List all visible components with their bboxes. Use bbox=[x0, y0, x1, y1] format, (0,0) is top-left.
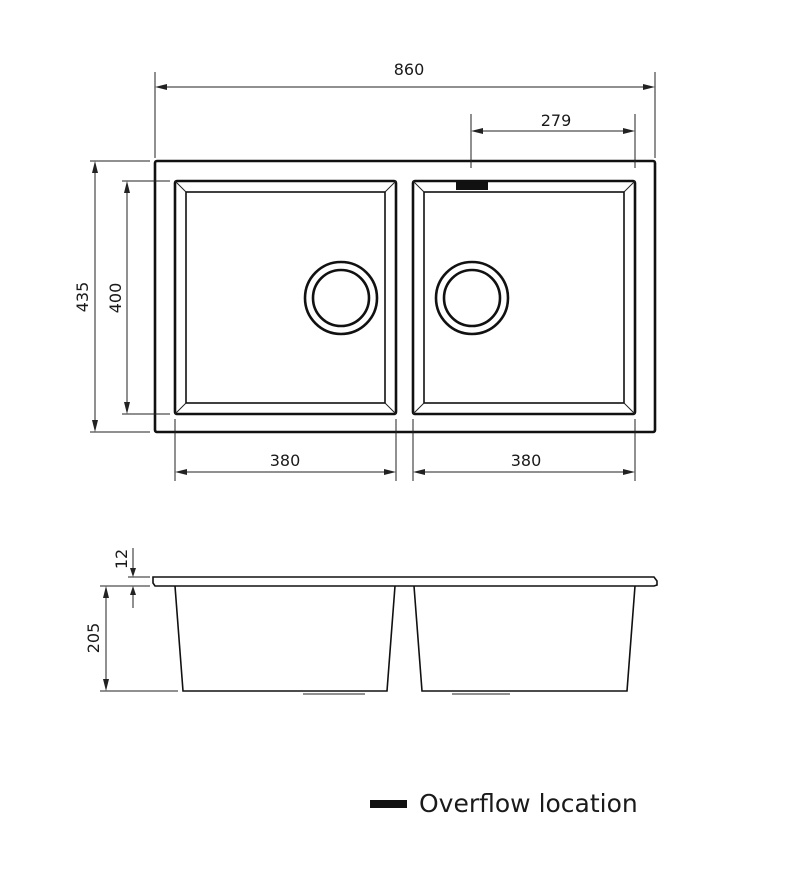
overflow-legend-label: Overflow location bbox=[419, 789, 638, 818]
dim-right-bowl-width: 380 bbox=[412, 419, 636, 481]
left-bowl bbox=[173, 179, 398, 416]
dim-bowl-height: 205 bbox=[84, 585, 178, 692]
dim-overflow-offset-label: 279 bbox=[541, 111, 572, 130]
dim-bowl-depth: 400 bbox=[106, 180, 170, 415]
dim-overall-width: 860 bbox=[154, 60, 656, 158]
top-view: 860 279 435 400 bbox=[73, 60, 657, 481]
dim-overall-depth: 435 bbox=[73, 160, 150, 433]
dim-overall-depth-label: 435 bbox=[73, 282, 92, 313]
dim-bowl-depth-label: 400 bbox=[106, 283, 125, 314]
left-bowl-profile bbox=[174, 585, 396, 692]
sink-outline bbox=[153, 159, 657, 434]
overflow-legend-swatch bbox=[370, 800, 407, 808]
overflow-marker bbox=[456, 182, 488, 190]
dim-rim-thickness: 12 bbox=[112, 548, 150, 608]
dim-bowl-height-label: 205 bbox=[84, 623, 103, 654]
right-drain bbox=[434, 260, 510, 336]
dim-overflow-offset: 279 bbox=[470, 111, 636, 168]
sink-rim bbox=[152, 576, 658, 587]
dim-right-bowl-width-label: 380 bbox=[511, 451, 542, 470]
legend: Overflow location bbox=[370, 789, 638, 818]
dim-left-bowl-width-label: 380 bbox=[270, 451, 301, 470]
side-view: 12 205 bbox=[84, 548, 658, 695]
dim-rim-thickness-label: 12 bbox=[112, 549, 131, 569]
left-drain bbox=[303, 260, 379, 336]
right-bowl bbox=[411, 179, 637, 416]
right-bowl-profile bbox=[413, 585, 636, 692]
dim-left-bowl-width: 380 bbox=[174, 419, 397, 481]
dim-overall-width-label: 860 bbox=[394, 60, 425, 79]
